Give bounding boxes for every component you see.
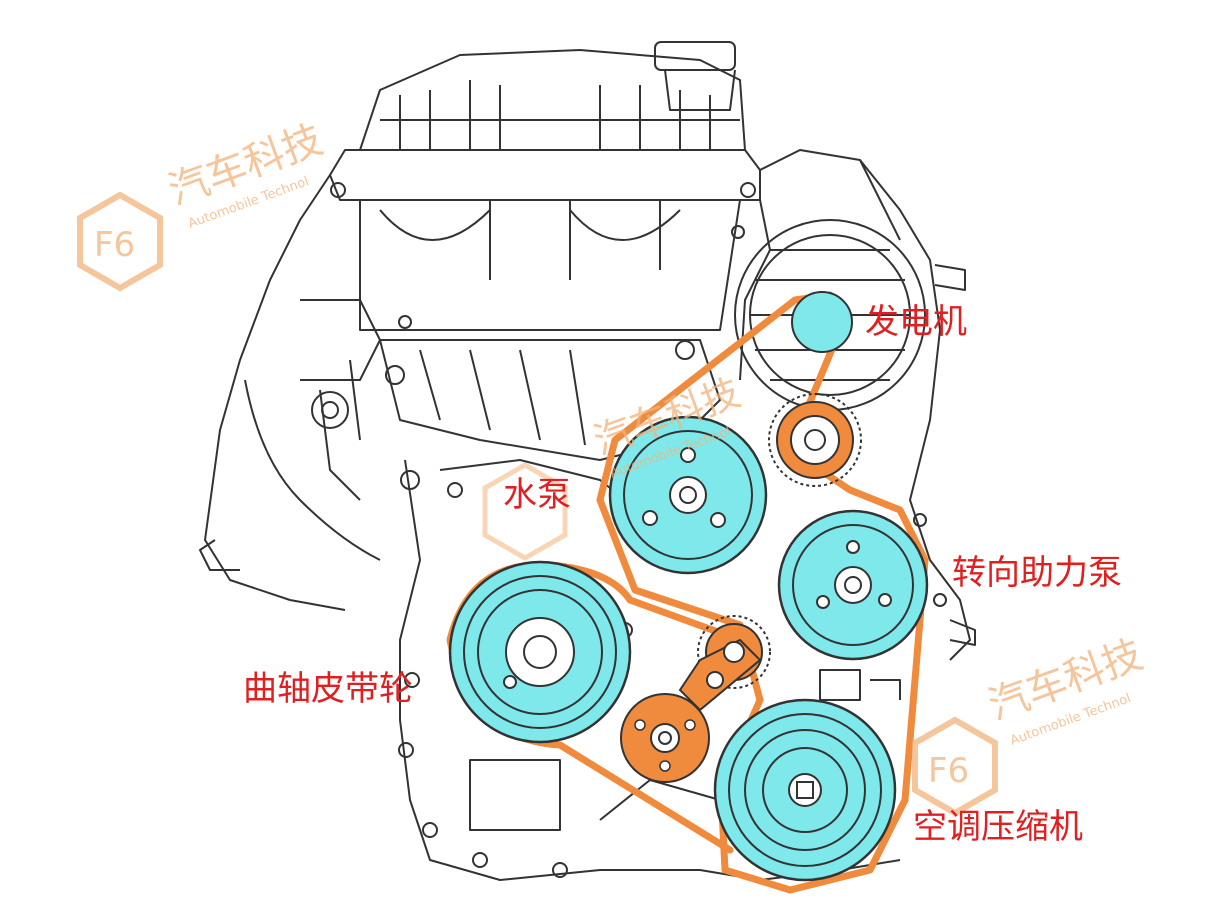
label-crankshaft-pulley: 曲轴皮带轮 [243, 669, 413, 709]
power-steering-pulley [777, 509, 929, 661]
watermark-logo-hexagon [77, 191, 163, 292]
alternator-pulley [791, 291, 853, 353]
upper-idler-pulley [768, 393, 862, 487]
belt-tensioner [620, 615, 771, 783]
crankshaft-pulley [448, 560, 632, 744]
label-water-pump: 水泵 [503, 475, 571, 515]
label-alternator: 发电机 [865, 302, 967, 342]
label-ac-compressor: 空调压缩机 [913, 807, 1083, 847]
watermark-top-left: F6 汽车科技 Automobile Technol [77, 116, 329, 292]
water-pump-pulley [608, 415, 768, 575]
ac-compressor-pulley [713, 698, 897, 882]
watermark-logo-text: F6 [94, 225, 135, 265]
watermark-logo-text-br: F6 [928, 751, 969, 791]
label-power-steering-pump: 转向助力泵 [952, 553, 1122, 593]
